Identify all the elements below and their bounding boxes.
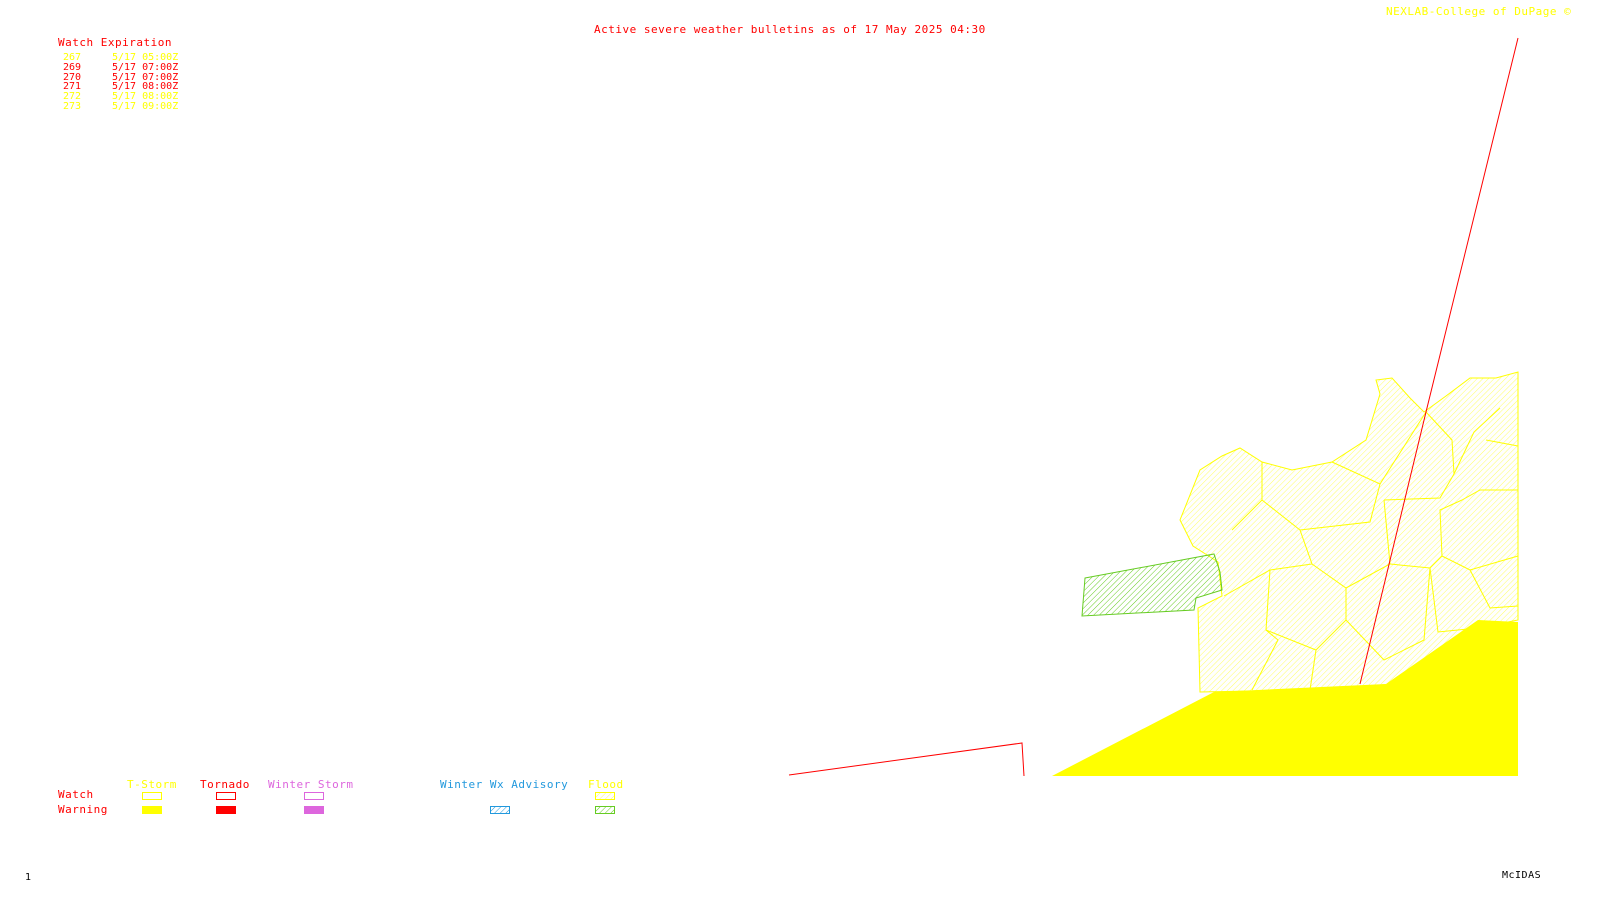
legend-header-flood: Flood: [588, 778, 624, 791]
legend-winter-storm-warning-swatch: [304, 806, 324, 814]
flood-warning-area: [1081, 553, 1223, 617]
bulletin-title: Active severe weather bulletins as of 17…: [594, 23, 986, 36]
watch-id: 267: [63, 52, 82, 63]
legend-header-winter-storm: Winter Storm: [268, 778, 354, 791]
tornado-watch-boundary-south: [788, 742, 1025, 777]
legend-winter-advisory-swatch: [490, 806, 510, 814]
legend-tstorm-warning-swatch: [142, 806, 162, 814]
legend-header-winter-advisory: Winter Wx Advisory: [440, 778, 569, 791]
tornado-watch-boundary: [1359, 37, 1519, 685]
software-label: McIDAS: [1502, 870, 1542, 881]
legend-flood-warning-swatch: [595, 806, 615, 814]
legend-tornado-watch-swatch: [216, 792, 236, 800]
legend-header-tornado: Tornado: [200, 778, 250, 791]
watch-id: 271: [63, 81, 82, 93]
watch-time: 5/17 07:00Z: [112, 71, 179, 83]
watch-expiration-row: 272 5/17 08:00Z: [63, 92, 178, 102]
legend-label-warning: Warning: [58, 803, 108, 816]
county-boundaries: [1223, 407, 1519, 691]
watch-expiration-row: 271 5/17 08:00Z: [63, 82, 178, 92]
watch-id: 270: [63, 71, 82, 83]
legend-tstorm-watch-swatch: [142, 792, 162, 800]
legend-label-watch: Watch: [58, 788, 94, 801]
credit-text: NEXLAB-College of DuPage ©: [1386, 5, 1572, 18]
frame-number: 1: [25, 872, 32, 883]
legend-winter-storm-watch-swatch: [304, 792, 324, 800]
watch-time: 5/17 09:00Z: [112, 101, 179, 112]
watch-time: 5/17 08:00Z: [112, 91, 179, 103]
watch-id: 273: [63, 101, 82, 112]
watch-expiration-heading: Watch Expiration: [58, 36, 172, 49]
legend-flood-watch-swatch: [595, 792, 615, 800]
watch-id: 272: [63, 91, 82, 103]
watch-expiration-row: 270 5/17 07:00Z: [63, 71, 179, 83]
watch-time: 5/17 07:00Z: [112, 61, 179, 73]
watch-expiration-row: 269 5/17 07:00Z: [63, 61, 179, 73]
watch-id: 269: [63, 61, 82, 73]
watch-time: 5/17 05:00Z: [112, 52, 179, 63]
tstorm-warning-area: [1052, 620, 1518, 776]
watch-time: 5/17 08:00Z: [112, 81, 179, 93]
legend-header-tstorm: T-Storm: [127, 778, 177, 791]
legend-tornado-warning-swatch: [216, 806, 236, 814]
watch-expiration-row: 273 5/17 09:00Z: [63, 102, 178, 112]
watch-expiration-row: 267 5/17 05:00Z: [63, 53, 178, 63]
